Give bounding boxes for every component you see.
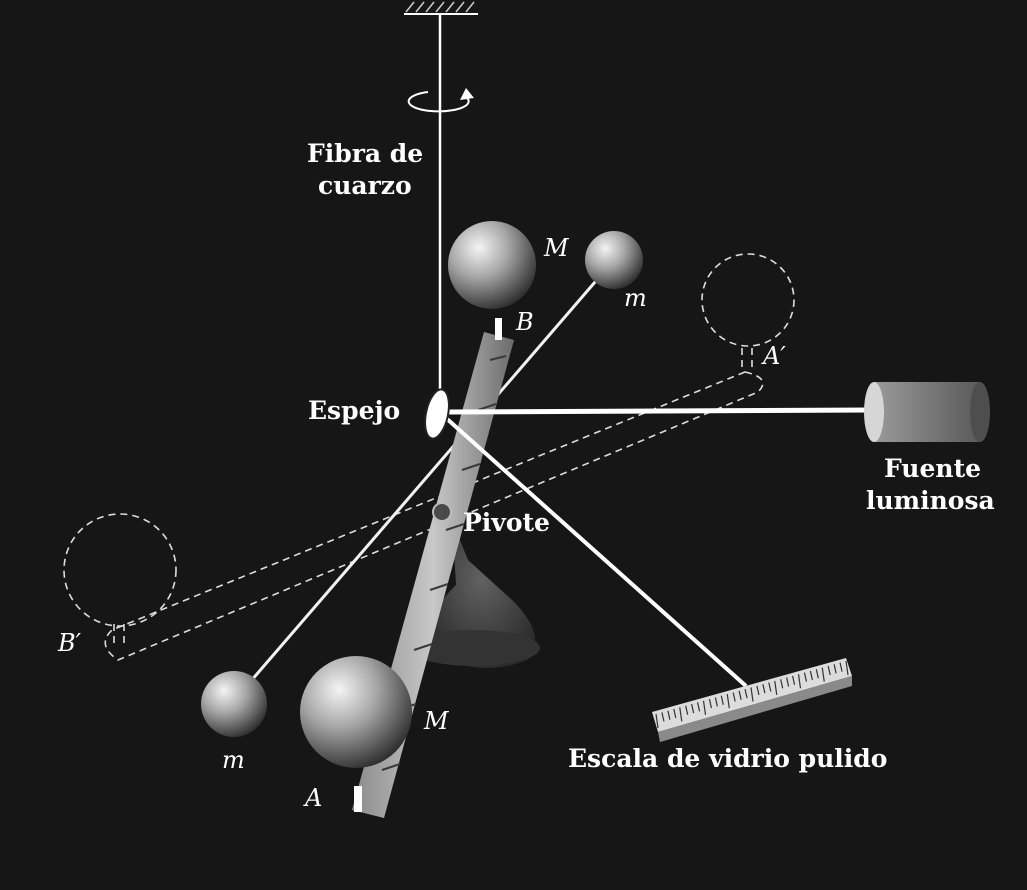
scale-tick <box>774 680 778 695</box>
scale-tick <box>803 672 808 682</box>
label-point-A: A <box>303 784 322 812</box>
scale-tick <box>661 712 665 722</box>
scale-tick <box>780 679 784 689</box>
ceiling-support <box>404 1 478 15</box>
glass-scale <box>652 658 852 742</box>
large-mass-bottom <box>300 656 412 768</box>
small-mass-bottom <box>201 671 267 737</box>
scale-tick <box>809 670 813 681</box>
label-escala: Escala de vidrio pulido <box>568 744 887 773</box>
label-point-B-prime: B′ <box>57 629 82 657</box>
scale-tick <box>685 705 689 715</box>
label-mass-m-bottom: m <box>222 746 245 774</box>
scale-tick <box>750 687 754 702</box>
label-mass-M-top: M <box>543 234 570 262</box>
pivot-point <box>432 502 452 522</box>
label-pivote: Pivote <box>463 508 550 537</box>
scale-tick <box>696 702 701 712</box>
large-mass-top <box>448 221 536 309</box>
scale-tick <box>768 682 772 692</box>
mirror <box>424 388 450 440</box>
label-point-A-prime: A′ <box>761 342 786 370</box>
scale-tick <box>708 698 713 709</box>
rotation-arrow-icon <box>407 88 474 113</box>
label-mass-M-bottom: M <box>423 707 450 735</box>
incident-light-beam <box>447 407 873 415</box>
label-fuente-line2: luminosa <box>866 486 995 515</box>
label-fibra-line2: cuarzo <box>318 171 412 200</box>
scale-tick <box>738 690 742 700</box>
scale-tick <box>667 710 671 720</box>
scale-tick <box>679 707 683 722</box>
scale-tick <box>821 667 825 682</box>
scale-tick <box>839 662 843 672</box>
scale-tick <box>845 660 849 676</box>
reflected-light-beam <box>444 416 748 688</box>
scale-tick <box>655 713 659 729</box>
scale-tick <box>720 695 724 705</box>
label-mass-m-top: m <box>624 284 647 312</box>
scale-tick <box>691 703 695 714</box>
scale-tick <box>714 697 718 707</box>
label-fibra-line1: Fibra de <box>307 139 423 168</box>
dashed-rotated-position <box>63 253 795 661</box>
scale-tick <box>744 689 748 699</box>
label-fuente-line1: Fuente <box>884 454 981 483</box>
scale-tick <box>791 675 796 686</box>
scale-tick <box>732 692 736 702</box>
scale-tick <box>815 669 819 679</box>
scale-tick <box>827 665 831 676</box>
scale-tick <box>702 700 707 715</box>
label-espejo: Espejo <box>308 396 400 425</box>
scale-tick <box>786 677 790 687</box>
small-mass-top <box>585 231 643 289</box>
label-point-B: B <box>515 308 534 336</box>
small-masses-rod <box>236 259 616 697</box>
scale-tick <box>673 708 677 719</box>
scale-tick <box>833 664 837 674</box>
scale-tick <box>726 694 730 709</box>
light-source <box>864 382 990 442</box>
scale-tick <box>756 685 760 695</box>
scale-tick <box>762 684 766 694</box>
scale-tick <box>797 674 802 689</box>
